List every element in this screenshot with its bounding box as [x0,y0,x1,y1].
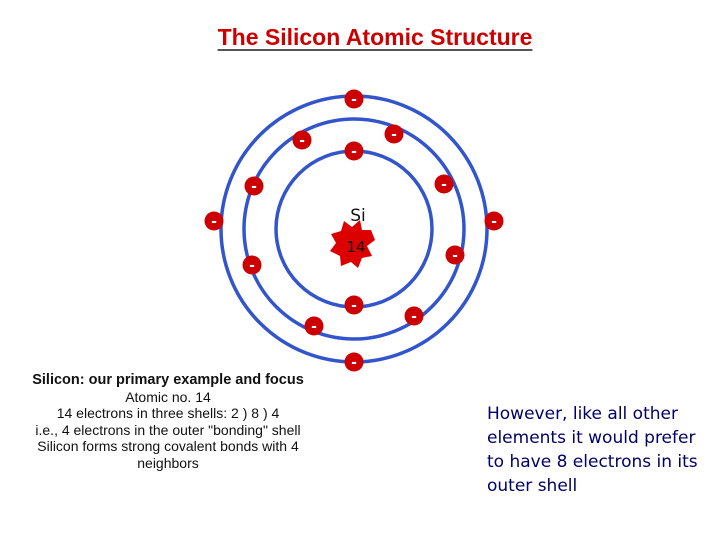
svg-text:-: - [351,355,357,371]
svg-text:-: - [311,319,317,335]
electron: - [446,246,465,265]
electron: - [485,212,504,231]
electron: - [243,256,262,275]
nucleus-atomic-number: 14 [346,238,365,256]
electron: - [405,307,424,326]
svg-text:-: - [411,309,417,325]
svg-text:-: - [441,177,447,193]
svg-text:-: - [351,298,357,314]
svg-text:-: - [491,214,497,230]
description-line: Silicon forms strong covalent bonds with… [18,438,318,471]
electron: - [345,142,364,161]
electron: - [435,175,454,194]
electron: - [205,212,224,231]
electron: - [345,90,364,109]
svg-text:-: - [251,179,257,195]
electron: - [345,296,364,315]
description-heading: Silicon: our primary example and focus [18,372,318,389]
svg-text:-: - [391,127,397,143]
svg-text:-: - [351,144,357,160]
description-line: i.e., 4 electrons in the outer "bonding"… [18,422,318,439]
svg-text:-: - [452,248,458,264]
electron: - [305,317,324,336]
description-line: 14 electrons in three shells: 2 ) 8 ) 4 [18,405,318,422]
electron: - [345,353,364,372]
electron: - [385,125,404,144]
svg-text:-: - [211,214,217,230]
electron: - [293,131,312,150]
silicon-description: Silicon: our primary example and focus A… [18,372,318,471]
octet-note: However, like all other elements it woul… [487,402,702,498]
svg-text:-: - [299,133,305,149]
description-line: Atomic no. 14 [18,389,318,406]
nucleus-symbol: Si [350,206,366,226]
svg-text:-: - [351,92,357,108]
nucleus: Si 14 [330,206,375,268]
electron: - [245,177,264,196]
svg-text:-: - [249,258,255,274]
